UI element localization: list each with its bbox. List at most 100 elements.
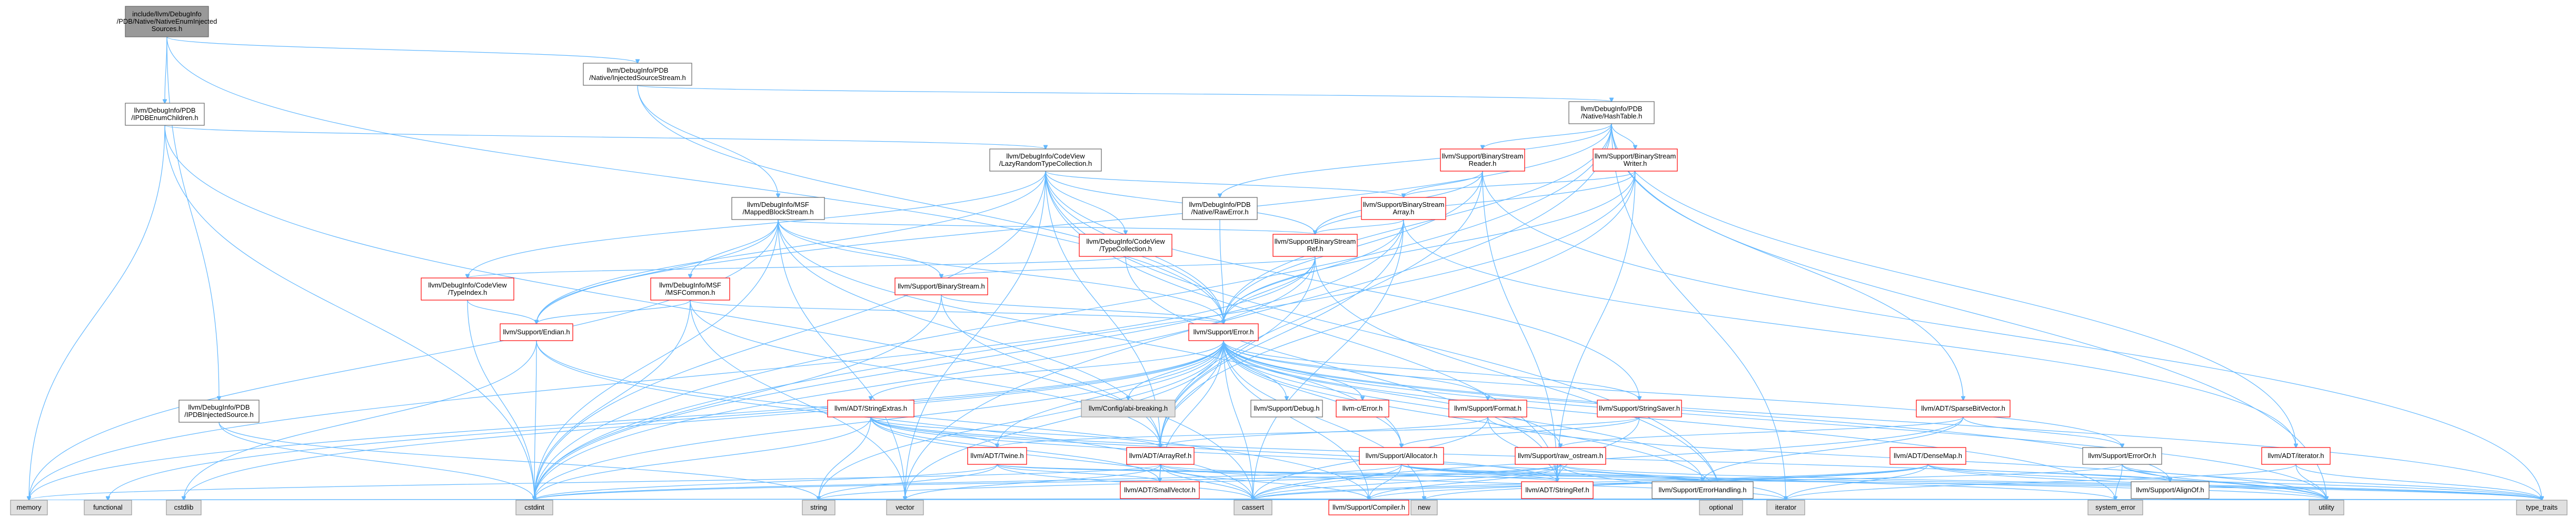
- node-box: [2261, 447, 2331, 465]
- edges-layer: [29, 36, 2542, 500]
- node-box: [1440, 148, 1525, 172]
- edge-ipdbinj-to-cstdint: [218, 422, 534, 500]
- edge-lazytype-to-cstdint: [534, 171, 1046, 500]
- edge-bstream-to-error: [941, 294, 1224, 324]
- node-label: llvm/Support/Endian.h: [503, 328, 570, 336]
- node-ipdbinj[interactable]: llvm/DebugInfo/PDB/IPDBInjectedSource.h: [178, 400, 260, 423]
- edge-adtiter-to-utility: [2295, 464, 2326, 500]
- edge-msf-to-msfcommon: [690, 219, 779, 278]
- node-typecoll[interactable]: llvm/DebugInfo/CodeView/TypeCollection.h: [1079, 234, 1172, 257]
- node-smallvec[interactable]: llvm/ADT/SmallVector.h: [1120, 481, 1200, 499]
- edge-stringref-to-string: [819, 499, 1558, 500]
- node-rawostream[interactable]: llvm/Support/raw_ostream.h: [1515, 447, 1606, 465]
- node-stringextras[interactable]: llvm/ADT/StringExtras.h: [827, 400, 914, 417]
- edge-lazytype-to-saver: [1045, 171, 1639, 400]
- node-box: [1916, 400, 2011, 417]
- edge-stringextras-to-cstdint: [534, 416, 871, 500]
- node-rawerror[interactable]: llvm/DebugInfo/PDB/Native/RawError.h: [1182, 197, 1258, 220]
- edge-ipdbenum-to-lazytype: [164, 125, 1046, 149]
- node-box: [125, 103, 205, 126]
- node-label: iterator: [1775, 503, 1797, 511]
- edge-ipdbenum-to-cstdint: [164, 125, 534, 500]
- nodes-layer: include/llvm/DebugInfo/PDB/Native/Native…: [10, 6, 2568, 515]
- node-label: llvm/ADT/StringExtras.h: [834, 404, 907, 412]
- node-box: [1126, 447, 1195, 465]
- node-arrayref[interactable]: llvm/ADT/ArrayRef.h: [1126, 447, 1195, 465]
- node-label: llvm/ADT/SmallVector.h: [1124, 486, 1196, 494]
- node-label: llvm/DebugInfo/MSF: [659, 281, 721, 289]
- edge-lazytype-to-bsarray: [1045, 171, 1404, 197]
- node-label: llvm/DebugInfo/CodeView: [428, 281, 507, 289]
- edge-sparsebv-to-cassert: [1253, 416, 1964, 500]
- edge-stringextras-to-twine: [870, 416, 997, 448]
- edge-arrayref-to-cassert: [1160, 464, 1253, 500]
- node-msf[interactable]: llvm/DebugInfo/MSF/MappedBlockStream.h: [731, 197, 825, 220]
- edge-adtiter-to-iterator: [1786, 464, 2296, 500]
- node-alignof[interactable]: llvm/Support/AlignOf.h: [2131, 481, 2210, 499]
- node-ipdbenum[interactable]: llvm/DebugInfo/PDB/IPDBEnumChildren.h: [125, 103, 205, 126]
- node-denmap[interactable]: llvm/ADT/DenseMap.h: [1889, 447, 1966, 465]
- edge-msfcommon-to-vector: [690, 300, 905, 500]
- edge-bswriter-to-arrayref: [1160, 171, 1636, 448]
- node-label: llvm/DebugInfo/PDB: [134, 106, 195, 114]
- node-label: llvm/Support/Error.h: [1193, 328, 1254, 336]
- node-cstdint: cstdint: [515, 500, 553, 515]
- node-syserr: system_error: [2087, 500, 2143, 515]
- node-box: [1079, 234, 1172, 257]
- node-twine[interactable]: llvm/ADT/Twine.h: [967, 447, 1027, 465]
- node-box: [1272, 234, 1358, 257]
- edge-bstream-to-arrayref: [941, 294, 1160, 448]
- edge-bsarray-to-adtiter: [1403, 219, 2296, 448]
- edge-rawerror-to-error: [1219, 219, 1224, 324]
- node-saver[interactable]: llvm/Support/StringSaver.h: [1597, 400, 1682, 417]
- node-stringref[interactable]: llvm/ADT/StringRef.h: [1521, 481, 1594, 499]
- node-label: llvm/Support/BinaryStream.h: [898, 282, 984, 290]
- node-lazytype[interactable]: llvm/DebugInfo/CodeView/LazyRandomTypeCo…: [989, 148, 1102, 172]
- node-box: [178, 400, 260, 423]
- node-bstream[interactable]: llvm/Support/BinaryStream.h: [894, 277, 988, 295]
- node-label: type_traits: [2526, 503, 2558, 511]
- edge-bsreader-to-arrayref: [1160, 171, 1483, 448]
- node-msfcommon[interactable]: llvm/DebugInfo/MSF/MSFCommon.h: [650, 277, 730, 301]
- node-functional: functional: [84, 500, 132, 515]
- node-label: /IPDBInjectedSource.h: [184, 411, 254, 419]
- node-box: [166, 500, 202, 515]
- node-endian[interactable]: llvm/Support/Endian.h: [500, 323, 573, 341]
- node-box: [1766, 500, 1805, 515]
- node-sparsebv[interactable]: llvm/ADT/SparseBitVector.h: [1916, 400, 2011, 417]
- node-format[interactable]: llvm/Support/Format.h: [1448, 400, 1527, 417]
- edge-sparsebv-to-errhandling: [1703, 416, 1964, 482]
- edge-error-to-string: [819, 340, 1224, 500]
- node-errorc[interactable]: llvm-c/Error.h: [1336, 400, 1389, 417]
- node-adtiter[interactable]: llvm/ADT/iterator.h: [2261, 447, 2331, 465]
- edge-twine-to-stringref: [997, 464, 1557, 482]
- node-compiler[interactable]: llvm/Support/Compiler.h: [1328, 500, 1409, 515]
- node-error[interactable]: llvm/Support/Error.h: [1188, 323, 1259, 341]
- edge-allocator-to-stringref: [1401, 464, 1557, 482]
- node-injsrcstream[interactable]: llvm/DebugInfo/PDB/Native/InjectedSource…: [583, 63, 692, 86]
- node-box: [2516, 500, 2568, 515]
- node-label: utility: [2319, 503, 2334, 511]
- edge-lazytype-to-typecoll: [1045, 171, 1126, 234]
- node-typeindex[interactable]: llvm/DebugInfo/CodeView/TypeIndex.h: [421, 277, 514, 301]
- edge-twine-to-cstdint: [534, 464, 998, 500]
- node-hashtable[interactable]: llvm/DebugInfo/PDB/Native/HashTable.h: [1568, 101, 1655, 124]
- node-debug[interactable]: llvm/Support/Debug.h: [1250, 400, 1323, 417]
- node-errhandling[interactable]: llvm/Support/ErrorHandling.h: [1652, 481, 1754, 499]
- node-string: string: [802, 500, 836, 515]
- edge-hashtable-to-endian: [536, 123, 1612, 324]
- edge-erroror-to-syserr: [2115, 464, 2123, 500]
- node-new: new: [1410, 500, 1438, 515]
- node-label: llvm/Support/BinaryStream: [1595, 152, 1676, 160]
- edge-bsreader-to-bsarray: [1404, 171, 1483, 197]
- node-box: [1361, 197, 1446, 220]
- edge-error-to-saver: [1223, 340, 1639, 400]
- node-allocator[interactable]: llvm/Support/Allocator.h: [1359, 447, 1444, 465]
- node-erroror[interactable]: llvm/Support/ErrorOr.h: [2082, 447, 2162, 465]
- node-label: /LazyRandomTypeCollection.h: [999, 160, 1092, 167]
